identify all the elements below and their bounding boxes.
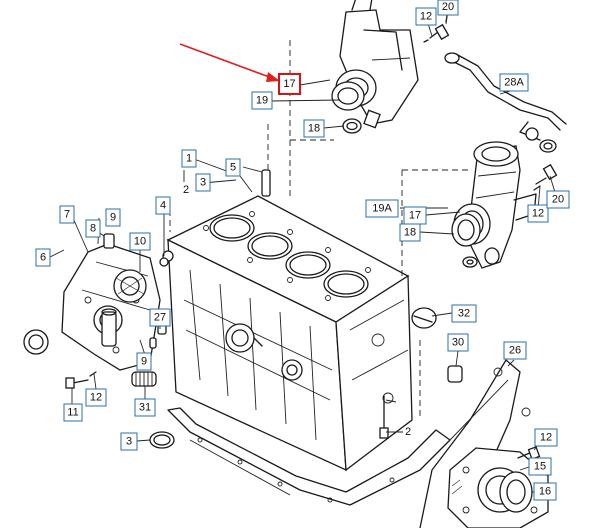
engine-block [166,195,413,472]
callout-17-mid[interactable]: 17 [403,206,427,225]
svg-text:12: 12 [532,208,544,220]
svg-text:30: 30 [452,337,464,349]
callout-9-low[interactable]: 9 [136,352,152,371]
callout-31[interactable]: 31 [134,398,156,417]
bolt-11 [65,371,97,389]
plug-4 [159,257,169,267]
callout-32[interactable]: 32 [451,304,477,323]
callout-15[interactable]: 15 [528,457,552,476]
svg-text:3: 3 [126,436,132,448]
callout-19a[interactable]: 19A [365,199,399,218]
bolt-mid-right [533,163,558,191]
callout-16[interactable]: 16 [533,482,557,501]
callout-30[interactable]: 30 [447,333,469,352]
svg-text:4: 4 [160,200,166,212]
svg-text:12: 12 [420,11,432,23]
svg-text:12: 12 [90,392,102,404]
callout-17-highlighted[interactable]: 17 [278,73,301,95]
callout-20-mid[interactable]: 20 [546,190,570,209]
svg-text:26: 26 [509,345,521,357]
callout-3-low[interactable]: 3 [120,432,138,451]
svg-text:6: 6 [40,252,46,264]
svg-text:5: 5 [230,162,236,174]
svg-text:12: 12 [540,432,552,444]
dowel-and-shaft [101,233,117,347]
svg-text:2: 2 [405,426,411,438]
front-seal-flange [61,243,161,371]
spring-31 [131,371,157,387]
callout-1[interactable]: 1 [181,149,197,168]
svg-text:11: 11 [67,407,78,419]
svg-text:19: 19 [256,95,268,107]
callout-18-mid[interactable]: 18 [399,223,421,242]
svg-text:17: 17 [283,78,295,90]
svg-text:3: 3 [200,177,206,189]
callout-3[interactable]: 3 [195,173,211,192]
svg-text:16: 16 [539,486,551,498]
svg-text:9: 9 [141,356,147,368]
callout-12-br[interactable]: 12 [534,428,558,447]
svg-text:20: 20 [552,194,564,206]
callout-5[interactable]: 5 [225,158,241,177]
svg-text:19A: 19A [372,203,392,215]
breather-housing-top [331,0,419,134]
callout-10[interactable]: 10 [129,232,151,251]
callout-27[interactable]: 27 [149,308,171,327]
svg-text:18: 18 [308,123,320,135]
svg-text:8: 8 [90,223,96,235]
callout-12[interactable]: 12 [415,7,437,26]
callout-18[interactable]: 18 [303,119,325,138]
label-2-top: 2 [183,184,189,196]
highlight-arrow [179,43,280,82]
callout-20[interactable]: 20 [437,0,459,16]
callout-28a[interactable]: 28A [499,73,529,92]
plug-30 [447,365,463,383]
callout-26[interactable]: 26 [503,341,527,360]
svg-text:10: 10 [134,236,146,248]
callout-12-mid[interactable]: 12 [527,204,549,223]
callout-19[interactable]: 19 [251,91,273,110]
front-crank-seal [23,329,49,355]
svg-text:31: 31 [139,402,151,414]
svg-text:17: 17 [409,210,421,222]
svg-text:20: 20 [442,1,454,13]
svg-text:9: 9 [110,212,116,224]
callout-6[interactable]: 6 [35,248,51,267]
svg-text:28A: 28A [504,77,524,89]
callout-8[interactable]: 8 [85,219,101,238]
bolt-2-low [379,395,397,439]
callout-7[interactable]: 7 [59,205,75,224]
breather-hose [444,52,567,153]
svg-text:2: 2 [183,184,189,196]
label-2-low: 2 [405,426,411,438]
stud-5 [261,169,271,197]
seal-ring-3 [149,431,175,449]
callout-11[interactable]: 11 [63,403,83,422]
callout-12-low[interactable]: 12 [85,388,107,407]
cover-32 [411,307,437,329]
coolant-flange-19a [451,141,537,269]
svg-text:7: 7 [64,209,70,221]
svg-text:15: 15 [534,461,546,473]
svg-text:1: 1 [186,153,192,165]
callout-4[interactable]: 4 [155,196,171,215]
svg-text:18: 18 [404,227,416,239]
rear-crank-seal-16 [499,471,533,513]
svg-text:32: 32 [458,308,470,320]
oil-pan-gasket [167,407,451,506]
callout-9-top[interactable]: 9 [105,208,121,227]
svg-text:27: 27 [154,312,166,324]
